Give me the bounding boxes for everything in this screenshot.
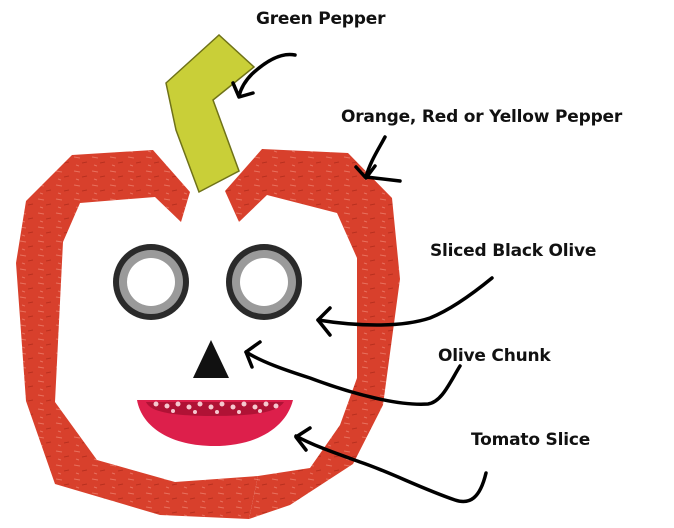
right-olive-eye: [226, 244, 302, 320]
arrow-sliced-olive: [318, 278, 492, 335]
green-pepper-stem: [166, 35, 254, 192]
label-tomato-slice: Tomato Slice: [471, 430, 590, 450]
pepper-left-half: [16, 150, 258, 519]
tomato-slice-mouth: [137, 400, 293, 446]
label-olive-chunk: Olive Chunk: [438, 346, 551, 366]
arrow-outer-pepper: [356, 137, 400, 181]
left-olive-eye: [113, 244, 189, 320]
label-sliced-olive: Sliced Black Olive: [430, 241, 596, 261]
pepper-right-half: [225, 149, 400, 519]
label-green-pepper: Green Pepper: [256, 9, 385, 29]
label-outer-pepper: Orange, Red or Yellow Pepper: [341, 107, 622, 127]
olive-chunk-nose: [193, 340, 229, 378]
